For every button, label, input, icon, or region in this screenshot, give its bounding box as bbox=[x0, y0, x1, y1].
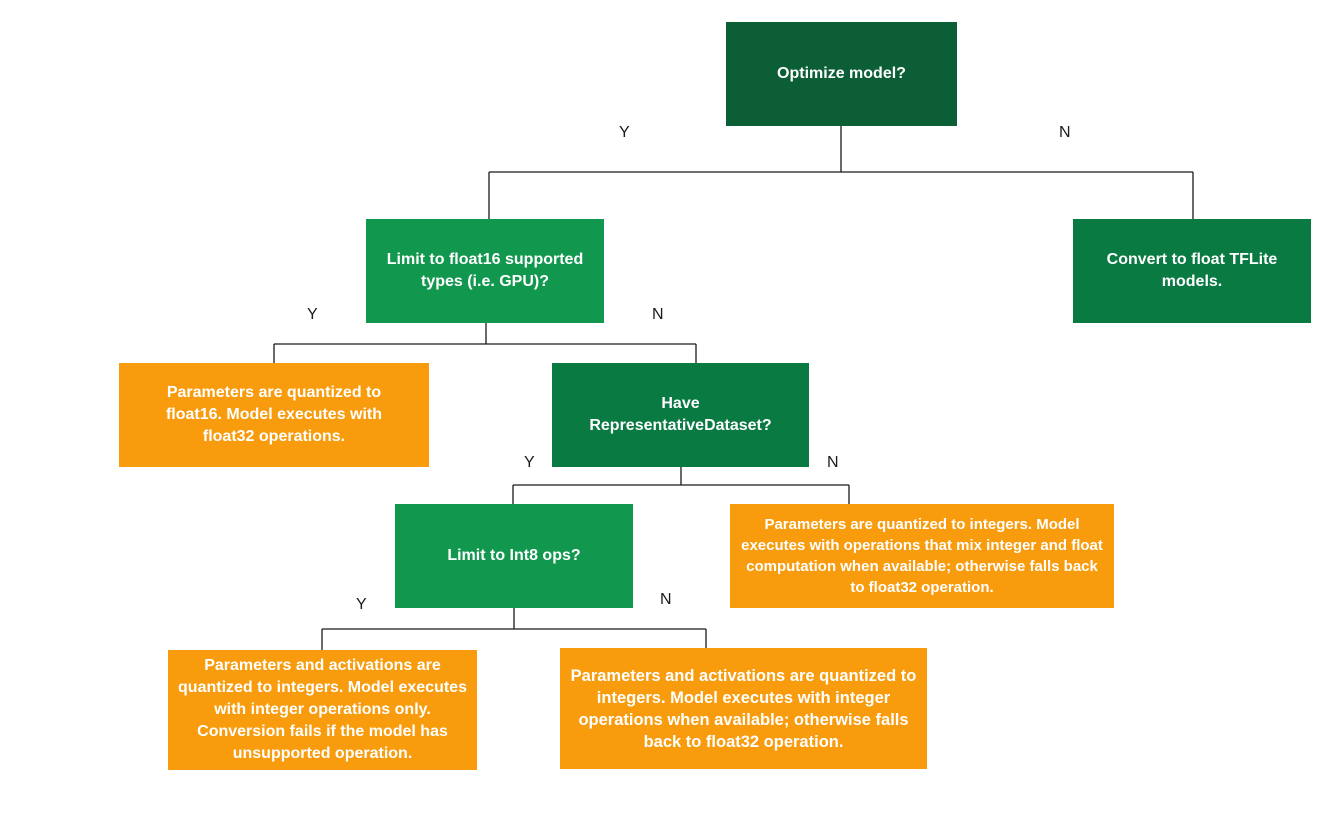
label-optimize-yes: Y bbox=[619, 124, 630, 141]
result-dynamic-range-quantized-text: Parameters are quantized to integers. Mo… bbox=[741, 516, 1103, 596]
label-float16-yes: Y bbox=[307, 306, 318, 323]
result-dynamic-range-quantized: Parameters are quantized to integers. Mo… bbox=[730, 504, 1114, 608]
label-representative-yes: Y bbox=[524, 454, 535, 471]
node-convert-float-tflite-text: Convert to float TFLite models. bbox=[1106, 251, 1278, 290]
label-int8-no: N bbox=[660, 591, 672, 608]
node-optimize-model-text: Optimize model? bbox=[777, 65, 906, 82]
label-optimize-no: N bbox=[1059, 124, 1071, 141]
node-limit-int8: Limit to Int8 ops? bbox=[395, 504, 633, 608]
node-limit-int8-text: Limit to Int8 ops? bbox=[447, 547, 581, 564]
node-limit-float16: Limit to float16 supported types (i.e. G… bbox=[366, 219, 604, 323]
label-representative-no: N bbox=[827, 454, 839, 471]
result-float16-quantized-text: Parameters are quantized to float16. Mod… bbox=[165, 384, 383, 445]
result-int8-with-float-fallback: Parameters and activations are quantized… bbox=[560, 648, 927, 769]
result-float16-quantized: Parameters are quantized to float16. Mod… bbox=[119, 363, 429, 467]
node-representative-dataset-text: Have RepresentativeDataset? bbox=[589, 395, 772, 434]
node-limit-float16-text: Limit to float16 supported types (i.e. G… bbox=[386, 251, 584, 290]
node-convert-float-tflite: Convert to float TFLite models. bbox=[1073, 219, 1311, 323]
result-int8-only-text: Parameters and activations are quantized… bbox=[178, 657, 467, 762]
result-int8-only: Parameters and activations are quantized… bbox=[168, 650, 477, 770]
result-int8-with-float-fallback-text: Parameters and activations are quantized… bbox=[570, 666, 917, 751]
label-int8-yes: Y bbox=[356, 596, 367, 613]
label-float16-no: N bbox=[652, 306, 664, 323]
node-optimize-model: Optimize model? bbox=[726, 22, 957, 126]
node-representative-dataset: Have RepresentativeDataset? bbox=[552, 363, 809, 467]
